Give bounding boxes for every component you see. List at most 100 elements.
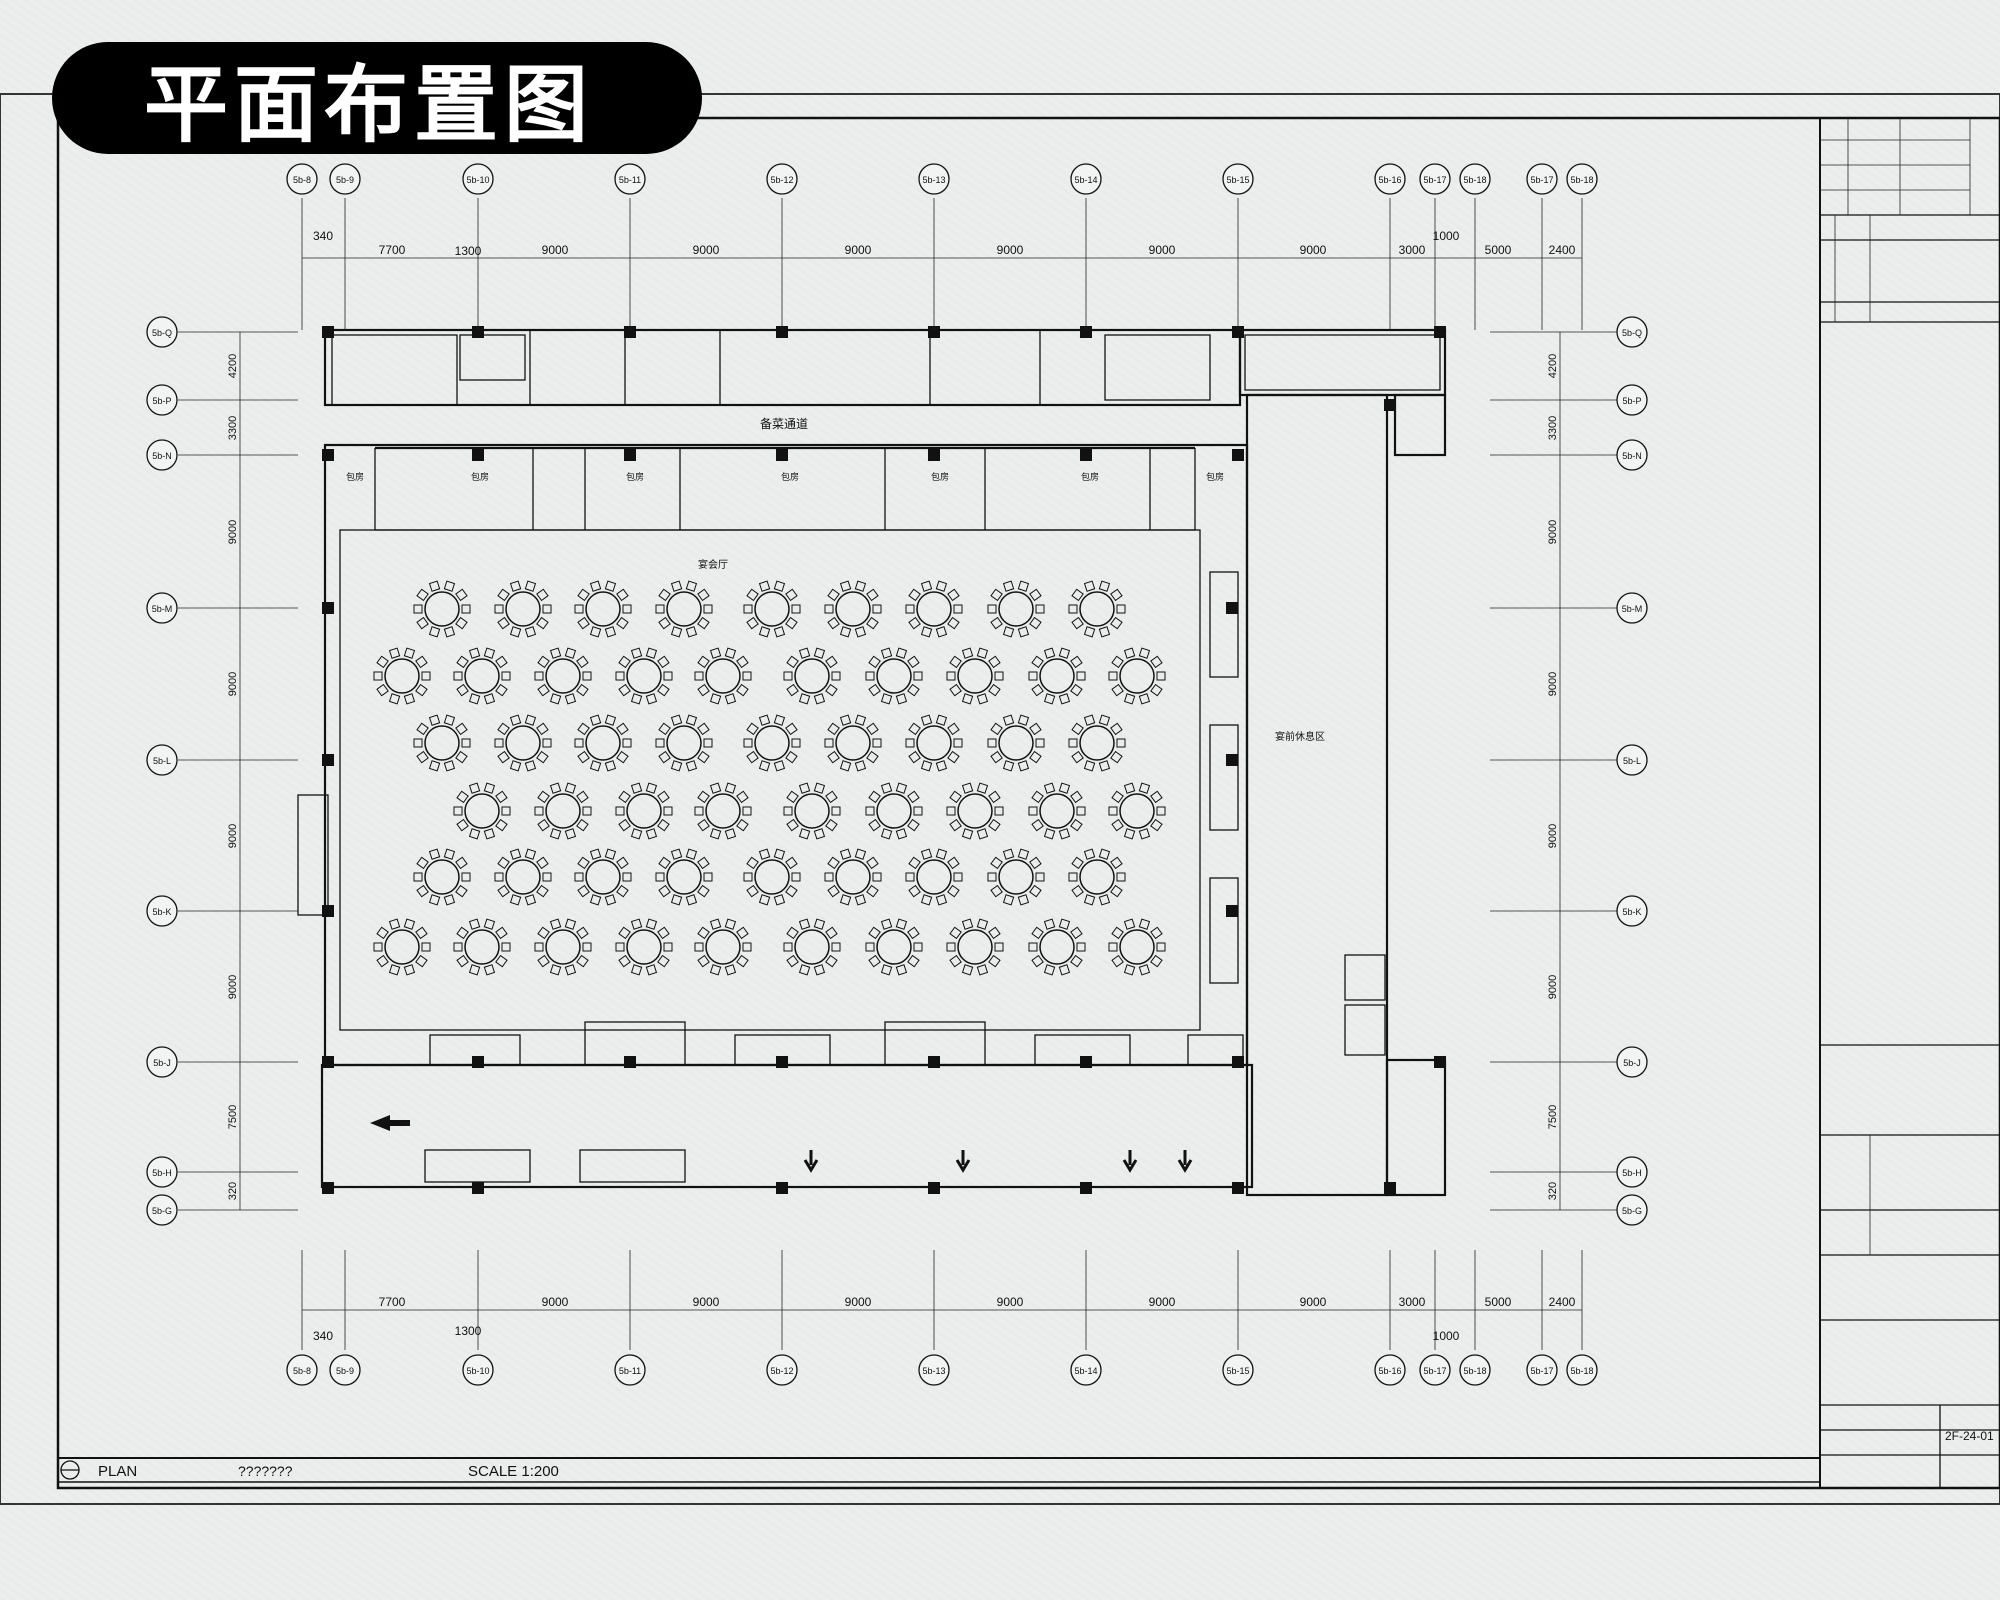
chair bbox=[724, 964, 737, 976]
chair bbox=[1017, 894, 1030, 906]
chair bbox=[376, 655, 389, 669]
grid-bubble bbox=[1222, 1354, 1254, 1386]
round-table bbox=[655, 714, 713, 772]
chair bbox=[1028, 671, 1038, 681]
chair bbox=[657, 954, 670, 968]
round-table bbox=[1108, 647, 1166, 705]
column bbox=[322, 905, 334, 917]
chair bbox=[947, 884, 960, 898]
chair bbox=[1029, 856, 1042, 870]
grid-bubble-label: 5b-J bbox=[1623, 1058, 1641, 1068]
chair bbox=[536, 884, 549, 898]
chair bbox=[1017, 848, 1030, 860]
chair bbox=[657, 818, 670, 832]
dimension-label: 9000 bbox=[227, 824, 239, 848]
dimension-label: 340 bbox=[313, 229, 333, 243]
grid-bubble bbox=[286, 163, 318, 195]
chair bbox=[497, 856, 510, 870]
column bbox=[624, 326, 636, 338]
chair bbox=[1110, 856, 1123, 870]
chair bbox=[495, 954, 508, 968]
column bbox=[1434, 1056, 1446, 1068]
chair bbox=[1116, 738, 1126, 748]
grid-bubble-label: 5b-L bbox=[153, 756, 171, 766]
round-table bbox=[987, 714, 1045, 772]
grid-bubble-label: 5b-8 bbox=[293, 1366, 311, 1376]
round-table bbox=[824, 848, 882, 906]
chair bbox=[403, 647, 416, 659]
column bbox=[928, 326, 940, 338]
grid-bubble bbox=[1526, 1354, 1558, 1386]
grid-bubble bbox=[1459, 1354, 1491, 1386]
grid-bubble-label: 5b-10 bbox=[466, 1366, 489, 1376]
private-room-label: 包房 bbox=[471, 471, 489, 482]
chair bbox=[868, 818, 881, 832]
column bbox=[322, 1056, 334, 1068]
chair bbox=[589, 848, 602, 860]
column bbox=[472, 449, 484, 461]
grid-bubble-label: 5b-G bbox=[1622, 1206, 1642, 1216]
grid-bubble bbox=[146, 1046, 178, 1078]
chair bbox=[1031, 954, 1044, 968]
chair bbox=[670, 760, 683, 772]
grid-bubble bbox=[1616, 1194, 1648, 1226]
chair bbox=[1076, 671, 1086, 681]
plan-name: ??????? bbox=[238, 1463, 293, 1479]
chair bbox=[947, 588, 960, 602]
chair bbox=[868, 655, 881, 669]
chair bbox=[736, 683, 749, 697]
chair bbox=[1071, 588, 1084, 602]
grid-bubble bbox=[614, 1354, 646, 1386]
chair bbox=[908, 588, 921, 602]
chair bbox=[589, 760, 602, 772]
chair bbox=[935, 760, 948, 772]
chair bbox=[645, 964, 658, 976]
chair bbox=[697, 655, 710, 669]
grid-bubble-label: 5b-12 bbox=[770, 1366, 793, 1376]
chair bbox=[839, 714, 852, 726]
round-table bbox=[574, 714, 632, 772]
chair bbox=[468, 828, 481, 840]
chair bbox=[798, 693, 811, 705]
column bbox=[322, 326, 334, 338]
chair bbox=[1083, 626, 1096, 638]
chair bbox=[1028, 806, 1038, 816]
column bbox=[624, 449, 636, 461]
private-room-label: 包房 bbox=[931, 471, 949, 482]
chair bbox=[618, 655, 631, 669]
chair bbox=[935, 580, 948, 592]
chair bbox=[657, 683, 670, 697]
chair bbox=[1108, 942, 1118, 952]
chair bbox=[577, 616, 590, 630]
chair bbox=[1111, 655, 1124, 669]
chair bbox=[524, 626, 537, 638]
private-room-label: 包房 bbox=[346, 471, 364, 482]
round-table bbox=[373, 918, 431, 976]
chair bbox=[697, 616, 710, 630]
chair bbox=[1150, 818, 1163, 832]
chair bbox=[758, 894, 771, 906]
chair bbox=[537, 818, 550, 832]
chair bbox=[825, 954, 838, 968]
chair bbox=[736, 790, 749, 804]
chair bbox=[576, 790, 589, 804]
chair bbox=[456, 954, 469, 968]
chair bbox=[524, 580, 537, 592]
round-table bbox=[1108, 918, 1166, 976]
chair bbox=[1031, 683, 1044, 697]
grid-bubble-label: 5b-16 bbox=[1378, 1366, 1401, 1376]
chair bbox=[949, 683, 962, 697]
dimension-label: 320 bbox=[227, 1182, 239, 1200]
chair bbox=[746, 722, 759, 736]
column bbox=[1226, 905, 1238, 917]
round-table bbox=[494, 580, 552, 638]
chair bbox=[1111, 926, 1124, 940]
chair bbox=[564, 693, 577, 705]
chair bbox=[564, 782, 577, 794]
column bbox=[776, 1182, 788, 1194]
chair bbox=[866, 856, 879, 870]
chair bbox=[961, 647, 974, 659]
chair bbox=[589, 626, 602, 638]
dimension-label: 1000 bbox=[1433, 1329, 1460, 1343]
chair bbox=[758, 848, 771, 860]
